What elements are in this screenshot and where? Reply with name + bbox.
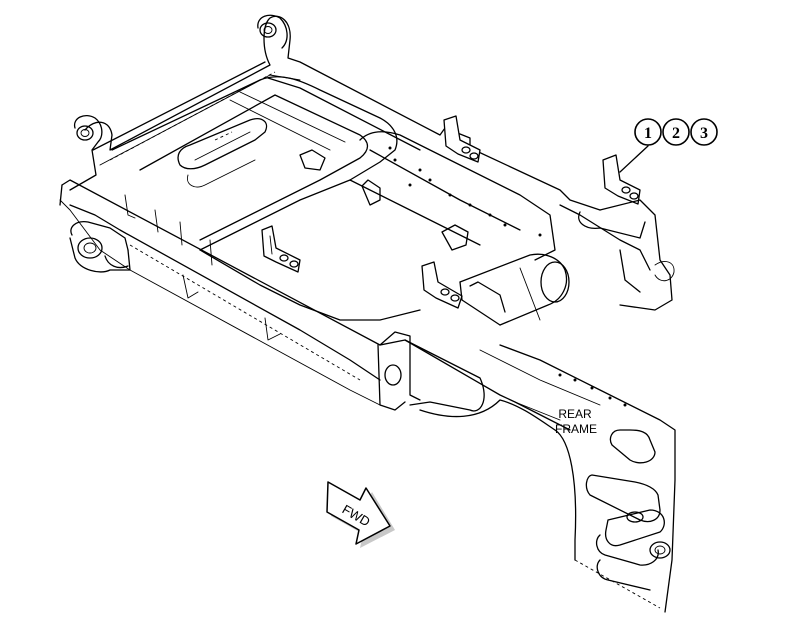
callout-1: 1 bbox=[634, 118, 662, 146]
right-side-rail bbox=[559, 199, 675, 311]
callout-1-label: 1 bbox=[644, 125, 652, 142]
inner-frame bbox=[111, 76, 481, 321]
fwd-arrow: FWD bbox=[326, 481, 395, 548]
rear-frame-label-line2: FRAME bbox=[555, 422, 597, 436]
front-cross-member bbox=[84, 15, 601, 211]
bracket-callout bbox=[578, 154, 646, 239]
bracket-left bbox=[261, 225, 301, 273]
rear-frame-body bbox=[377, 331, 676, 613]
bracket-top bbox=[443, 115, 481, 163]
left-side-rail bbox=[59, 179, 571, 431]
rear-frame-label-line1: REAR bbox=[558, 407, 592, 421]
callout-group: 1 2 3 bbox=[619, 118, 718, 173]
center-plate bbox=[299, 131, 556, 261]
cylinder-housing bbox=[459, 253, 570, 326]
callout-3-label: 3 bbox=[700, 125, 708, 142]
callout-2-label: 2 bbox=[672, 125, 680, 142]
callout-3: 3 bbox=[690, 118, 718, 146]
bracket-center bbox=[421, 261, 463, 309]
left-mount-ear bbox=[69, 114, 103, 191]
right-mount-ear bbox=[257, 14, 288, 49]
callout-2: 2 bbox=[662, 118, 690, 146]
rear-frame-label: REAR FRAME bbox=[555, 407, 597, 436]
